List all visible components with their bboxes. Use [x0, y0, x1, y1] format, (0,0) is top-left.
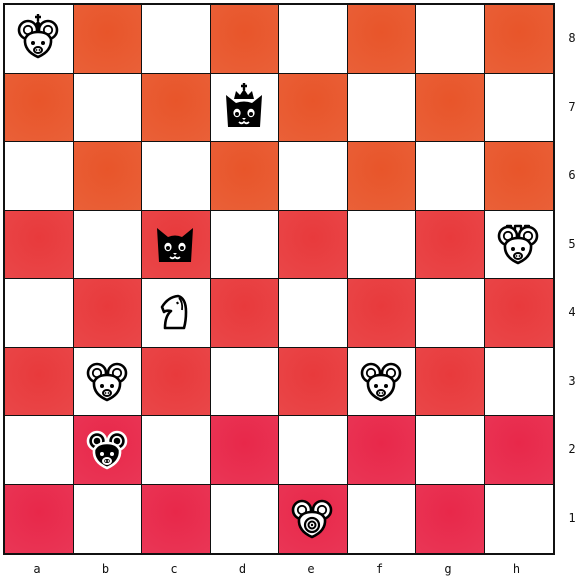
square-h4[interactable]: [485, 279, 554, 348]
rank-label: 6: [563, 168, 581, 182]
square-d4[interactable]: [211, 279, 280, 348]
square-e2[interactable]: [279, 416, 348, 485]
square-f7[interactable]: [348, 74, 417, 143]
square-a6[interactable]: [5, 142, 74, 211]
square-e8[interactable]: [279, 5, 348, 74]
square-f2[interactable]: [348, 416, 417, 485]
square-f8[interactable]: [348, 5, 417, 74]
square-a8[interactable]: [5, 5, 74, 74]
square-e5[interactable]: [279, 211, 348, 280]
square-h3[interactable]: [485, 348, 554, 417]
chess-board: [3, 3, 555, 555]
square-e3[interactable]: [279, 348, 348, 417]
square-e1[interactable]: [279, 485, 348, 554]
square-d1[interactable]: [211, 485, 280, 554]
square-f4[interactable]: [348, 279, 417, 348]
rank-label: 8: [563, 31, 581, 45]
square-b5[interactable]: [74, 211, 143, 280]
file-label: f: [370, 562, 390, 576]
square-d8[interactable]: [211, 5, 280, 74]
square-h1[interactable]: [485, 485, 554, 554]
square-a7[interactable]: [5, 74, 74, 143]
square-c4[interactable]: [142, 279, 211, 348]
square-d5[interactable]: [211, 211, 280, 280]
square-b7[interactable]: [74, 74, 143, 143]
square-a1[interactable]: [5, 485, 74, 554]
square-a4[interactable]: [5, 279, 74, 348]
square-c3[interactable]: [142, 348, 211, 417]
square-g6[interactable]: [416, 142, 485, 211]
square-c6[interactable]: [142, 142, 211, 211]
square-e6[interactable]: [279, 142, 348, 211]
square-c1[interactable]: [142, 485, 211, 554]
square-h5[interactable]: [485, 211, 554, 280]
rank-label: 4: [563, 305, 581, 319]
square-e4[interactable]: [279, 279, 348, 348]
square-c7[interactable]: [142, 74, 211, 143]
square-b2[interactable]: [74, 416, 143, 485]
square-f3[interactable]: [348, 348, 417, 417]
square-d2[interactable]: [211, 416, 280, 485]
square-f6[interactable]: [348, 142, 417, 211]
square-b3[interactable]: [74, 348, 143, 417]
file-label: g: [438, 562, 458, 576]
file-label: a: [27, 562, 47, 576]
square-c2[interactable]: [142, 416, 211, 485]
square-d3[interactable]: [211, 348, 280, 417]
square-f1[interactable]: [348, 485, 417, 554]
square-h7[interactable]: [485, 74, 554, 143]
file-label: e: [301, 562, 321, 576]
file-label: b: [96, 562, 116, 576]
square-b1[interactable]: [74, 485, 143, 554]
square-h8[interactable]: [485, 5, 554, 74]
rank-label: 7: [563, 100, 581, 114]
square-g2[interactable]: [416, 416, 485, 485]
square-g1[interactable]: [416, 485, 485, 554]
rank-label: 3: [563, 374, 581, 388]
file-label: d: [233, 562, 253, 576]
square-h2[interactable]: [485, 416, 554, 485]
square-a5[interactable]: [5, 211, 74, 280]
square-c8[interactable]: [142, 5, 211, 74]
square-c5[interactable]: [142, 211, 211, 280]
square-g3[interactable]: [416, 348, 485, 417]
rank-label: 1: [563, 511, 581, 525]
square-a3[interactable]: [5, 348, 74, 417]
square-b6[interactable]: [74, 142, 143, 211]
rank-label: 2: [563, 442, 581, 456]
square-e7[interactable]: [279, 74, 348, 143]
square-b8[interactable]: [74, 5, 143, 74]
square-g8[interactable]: [416, 5, 485, 74]
square-h6[interactable]: [485, 142, 554, 211]
square-f5[interactable]: [348, 211, 417, 280]
square-g5[interactable]: [416, 211, 485, 280]
square-g7[interactable]: [416, 74, 485, 143]
square-d6[interactable]: [211, 142, 280, 211]
square-d7[interactable]: [211, 74, 280, 143]
square-b4[interactable]: [74, 279, 143, 348]
rank-label: 5: [563, 237, 581, 251]
file-label: c: [164, 562, 184, 576]
file-label: h: [507, 562, 527, 576]
square-a2[interactable]: [5, 416, 74, 485]
square-g4[interactable]: [416, 279, 485, 348]
